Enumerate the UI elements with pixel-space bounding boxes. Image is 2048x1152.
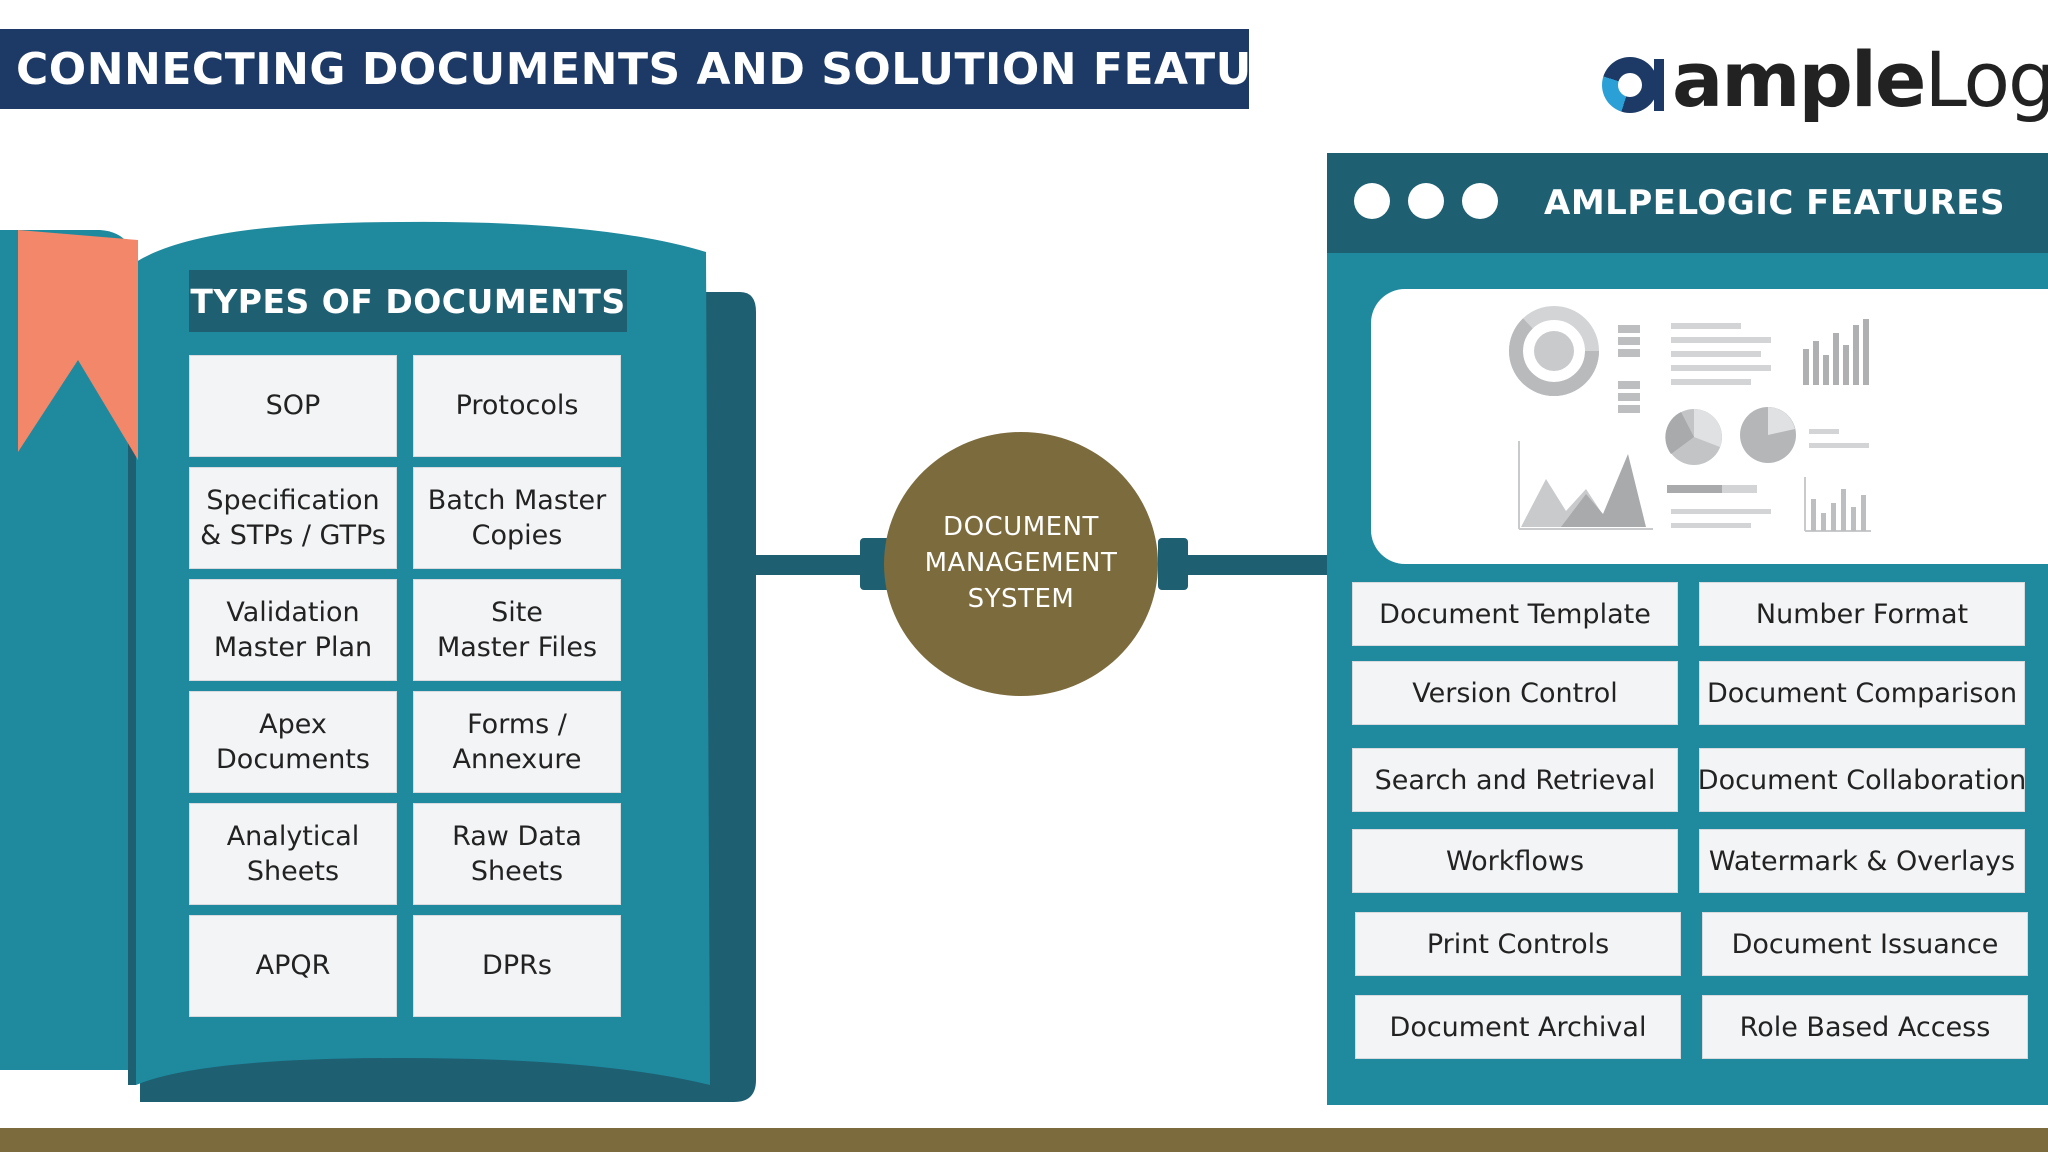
doc-type-site-master-files: Site Master Files xyxy=(413,579,621,681)
feature-document-collaboration: Document Collaboration xyxy=(1698,748,2026,812)
types-of-documents-header: TYPES OF DOCUMENTS xyxy=(189,270,627,332)
donut-chart-icon xyxy=(1509,306,1599,396)
logo-mark-icon xyxy=(1600,45,1670,115)
logo-text-ample: ample xyxy=(1672,35,1926,124)
bottom-accent-bar xyxy=(0,1128,2048,1152)
window-dot-icon xyxy=(1354,183,1390,219)
feature-document-template: Document Template xyxy=(1352,582,1678,646)
features-panel-title: AMLPELOGIC FEATURES xyxy=(1544,183,2005,223)
doc-type-raw-data-sheets: Raw Data Sheets xyxy=(413,803,621,905)
mini-bar-chart-icon xyxy=(1804,477,1871,532)
connector-line-right xyxy=(1160,555,1327,575)
book-left-page xyxy=(0,230,136,1070)
feature-document-issuance: Document Issuance xyxy=(1702,912,2028,976)
features-panel: AMLPELOGIC FEATURES xyxy=(1327,153,2048,1105)
feature-search-and-retrieval: Search and Retrieval xyxy=(1352,748,1678,812)
doc-type-batch-master-copies: Batch Master Copies xyxy=(413,467,621,569)
legend-lines-icon xyxy=(1809,429,1869,448)
bar-chart-icon xyxy=(1803,319,1869,385)
doc-type-apex-documents: Apex Documents xyxy=(189,691,397,793)
amplelogic-logo: ample Logic xyxy=(1600,30,2048,130)
dashboard-preview xyxy=(1371,289,2048,564)
doc-type-validation-master-plan: Validation Master Plan xyxy=(189,579,397,681)
doc-type-sop: SOP xyxy=(189,355,397,457)
feature-document-comparison: Document Comparison xyxy=(1699,661,2025,725)
page-title: CONNECTING DOCUMENTS AND SOLUTION FEATUR… xyxy=(0,29,1349,109)
connector-plug-right xyxy=(1158,538,1188,590)
feature-workflows: Workflows xyxy=(1352,829,1678,893)
document-management-system-circle: DOCUMENT MANAGEMENT SYSTEM xyxy=(884,432,1158,696)
window-dot-icon xyxy=(1408,183,1444,219)
feature-number-format: Number Format xyxy=(1699,582,2025,646)
doc-type-forms-annexure: Forms / Annexure xyxy=(413,691,621,793)
progress-bars-icon xyxy=(1667,485,1771,528)
doc-type-analytical-sheets: Analytical Sheets xyxy=(189,803,397,905)
area-chart-icon xyxy=(1518,441,1653,530)
doc-type-dprs: DPRs xyxy=(413,915,621,1017)
text-lines-icon xyxy=(1671,323,1771,385)
pie-chart-icon xyxy=(1740,407,1796,463)
window-dot-icon xyxy=(1462,183,1498,219)
feature-role-based-access: Role Based Access xyxy=(1702,995,2028,1059)
features-panel-header: AMLPELOGIC FEATURES xyxy=(1327,153,2048,253)
stacked-blocks-icon xyxy=(1618,325,1640,413)
doc-type-protocols: Protocols xyxy=(413,355,621,457)
connector-line-left xyxy=(756,555,886,575)
doc-type-apqr: APQR xyxy=(189,915,397,1017)
pie-chart-icon xyxy=(1665,409,1722,465)
logo-text-logic: Logic xyxy=(1924,35,2048,124)
bookmark-ribbon xyxy=(18,230,138,460)
dashboard-charts-icon xyxy=(1509,306,1871,532)
doc-type-specification: Specification & STPs / GTPs xyxy=(189,467,397,569)
feature-version-control: Version Control xyxy=(1352,661,1678,725)
feature-watermark-overlays: Watermark & Overlays xyxy=(1699,829,2025,893)
feature-document-archival: Document Archival xyxy=(1355,995,1681,1059)
feature-print-controls: Print Controls xyxy=(1355,912,1681,976)
